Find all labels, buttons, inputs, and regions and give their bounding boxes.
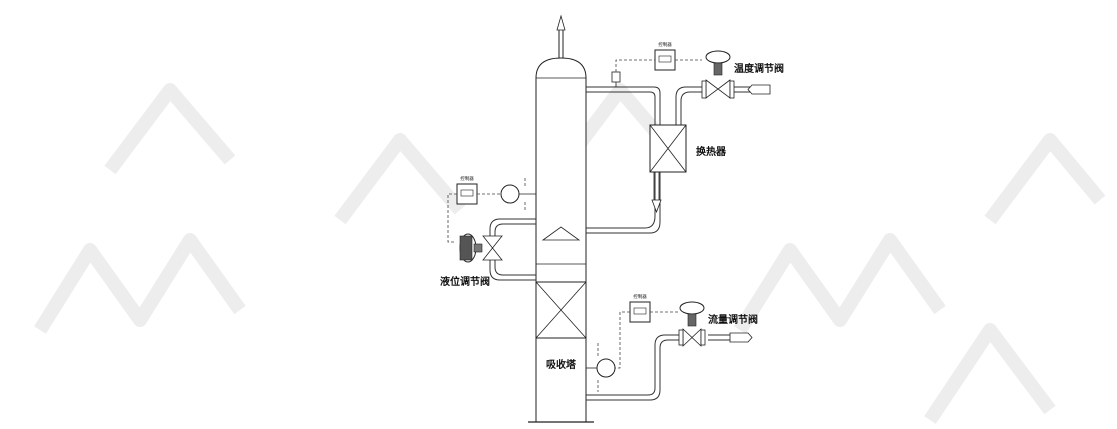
- drain-arrow-icon: [651, 199, 662, 214]
- temperature-controller-label: 控制器: [658, 41, 672, 48]
- level-controller-box: [456, 183, 478, 205]
- temperature-valve-label: 温度调节阀: [734, 62, 784, 75]
- level-valve-label: 液位调节阀: [440, 275, 490, 288]
- flow-controller-label: 控制器: [633, 293, 647, 300]
- chimney-tray-icon: [541, 226, 581, 241]
- absorption-tower: [528, 14, 594, 423]
- level-control-loop: 控制器: [447, 175, 536, 281]
- temperature-sensor-icon: [611, 71, 621, 83]
- temperature-control-loop: 控制器: [615, 41, 735, 99]
- flow-valve-label: 流量调节阀: [708, 313, 758, 326]
- heat-exchanger-label: 换热器: [696, 145, 727, 158]
- temperature-controller-box: [654, 49, 676, 71]
- flow-control-valve: [678, 301, 706, 347]
- level-control-valve: [459, 233, 503, 263]
- overhead-piping: [586, 71, 771, 234]
- flow-controller-box: [629, 301, 651, 323]
- level-transmitter-icon: [500, 184, 520, 204]
- absorption-tower-label: 吸收塔: [546, 358, 577, 371]
- flow-transmitter-icon: [596, 358, 616, 378]
- inlet-arrow-icon: [729, 332, 753, 343]
- flow-control-loop: 控制器: [586, 293, 753, 401]
- outlet-arrow-icon: [747, 84, 771, 95]
- level-controller-label: 控制器: [460, 175, 474, 182]
- temperature-control-valve: [701, 50, 735, 99]
- vent-flame-icon: [556, 14, 566, 31]
- heat-exchanger: [649, 124, 687, 214]
